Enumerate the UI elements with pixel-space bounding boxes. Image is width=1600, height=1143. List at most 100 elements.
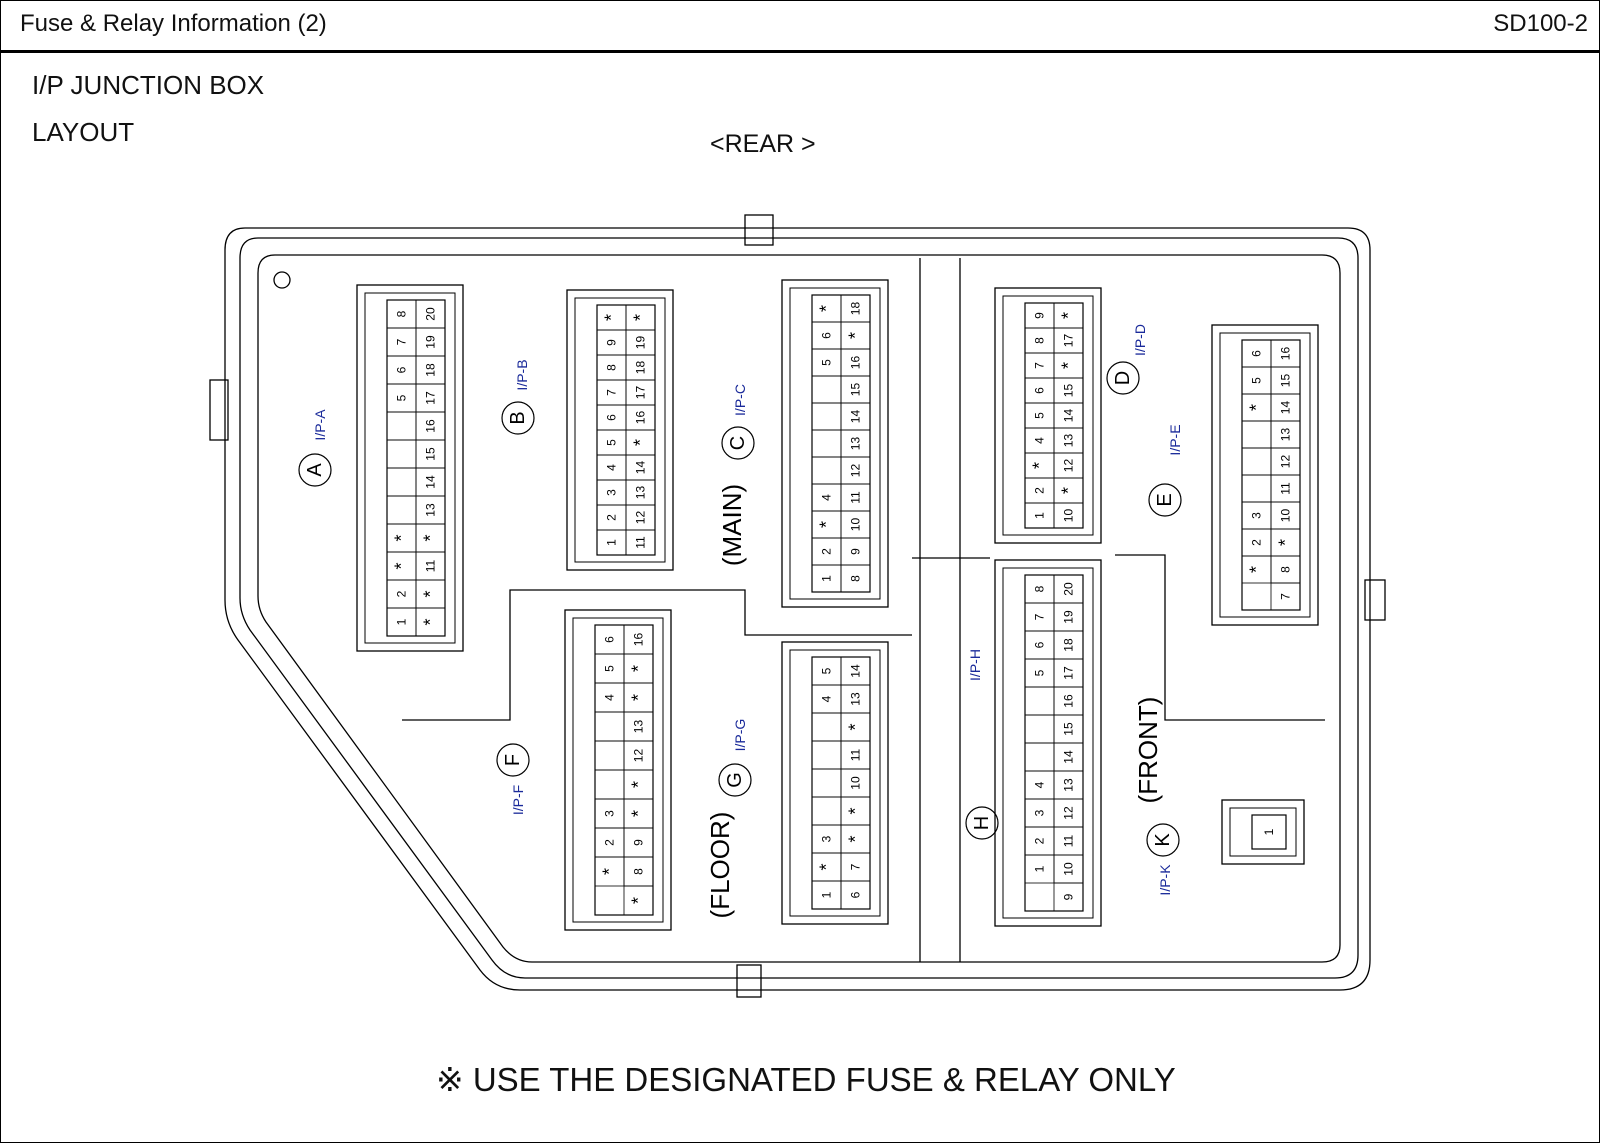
pin-number: 5 (820, 667, 834, 674)
connector-letter-circle-h (965, 806, 999, 840)
pin-cell (625, 529, 656, 556)
pin-number: 16 (849, 356, 863, 370)
pin-number: 14 (424, 475, 438, 489)
pin-number: * (421, 590, 441, 597)
pin-number: 19 (424, 335, 438, 349)
pin-number: 18 (1062, 638, 1076, 652)
pin-number: 3 (605, 489, 619, 496)
pin-number: 5 (395, 394, 409, 401)
pin-number: 12 (632, 749, 646, 763)
pin-number: * (1247, 404, 1267, 411)
pin-number: 8 (1033, 337, 1047, 344)
pin-number: 4 (820, 494, 834, 501)
pin-cell (415, 607, 446, 637)
pin-number: 15 (1062, 384, 1076, 398)
pin-number: 5 (603, 665, 617, 672)
pin-number: 14 (1062, 409, 1076, 423)
pin-number: 4 (820, 695, 834, 702)
pin-number: 20 (424, 307, 438, 321)
header-bar: Fuse & Relay Information (2) SD100-2 (0, 0, 1600, 53)
connector-housing-c (781, 279, 889, 608)
mounting-hole (273, 271, 291, 289)
connector-label-h: I/P-H (967, 649, 983, 681)
pin-number: * (1030, 462, 1050, 469)
pin-number: 9 (1062, 893, 1076, 900)
pin-number: 17 (424, 391, 438, 405)
connector-frame-a (364, 292, 456, 644)
connector-label-f: I/P-F (510, 785, 526, 815)
pin-number: 14 (1279, 401, 1293, 415)
pin-number: 8 (849, 575, 863, 582)
pin-number: 5 (605, 439, 619, 446)
pin-number: * (600, 868, 620, 875)
connector-label-c: I/P-C (732, 384, 748, 416)
pin-number: * (629, 897, 649, 904)
pin-number: 4 (605, 464, 619, 471)
pin-number: 17 (1062, 666, 1076, 680)
pin-number: 8 (632, 868, 646, 875)
connector-letter-h: H (971, 816, 993, 830)
pin-number: 6 (603, 636, 617, 643)
connector-body-k (1251, 814, 1287, 850)
connector-letter-a: A (304, 463, 326, 477)
pin-cell (1053, 502, 1084, 529)
pin-number: * (846, 807, 866, 814)
pin-number: 1 (820, 575, 834, 582)
pin-number: * (817, 305, 837, 312)
connector-housing-g (781, 641, 889, 925)
main-label: (MAIN) (717, 484, 747, 566)
pin-number: 2 (1033, 487, 1047, 494)
pin-number: 7 (1279, 593, 1293, 600)
pin-number: * (846, 332, 866, 339)
pin-number: 13 (849, 437, 863, 451)
pin-number: * (631, 314, 651, 321)
pin-number: 14 (849, 664, 863, 678)
pin-number: * (1059, 312, 1079, 319)
connector-housing-h (994, 559, 1102, 927)
pin-cell (840, 564, 871, 593)
connector-frame-c (789, 287, 881, 600)
pin-number: 11 (849, 748, 863, 761)
pin-number: * (602, 314, 622, 321)
pin-number: 18 (424, 363, 438, 377)
pin-number: 10 (849, 518, 863, 532)
pin-number: 13 (1279, 428, 1293, 442)
pin-number: 9 (605, 339, 619, 346)
pin-number: 19 (634, 336, 648, 350)
top-tab (744, 214, 774, 246)
pin-number: 14 (1062, 750, 1076, 764)
pin-number: 16 (632, 633, 646, 647)
connector-label-a: I/P-A (312, 409, 328, 441)
housing-outline-mid (239, 237, 1359, 979)
subtitle-junction-box: I/P JUNCTION BOX (32, 70, 265, 100)
rear-label: <REAR > (710, 130, 816, 158)
pin-number: 13 (424, 503, 438, 517)
pin-number: * (421, 534, 441, 541)
pin-number: 12 (1062, 459, 1076, 473)
connector-letter-circle-g (718, 763, 752, 797)
pin-number: 11 (849, 491, 863, 504)
connector-letter-circle-d (1106, 361, 1140, 395)
connector-letter-c: C (727, 436, 749, 450)
pin-number: 13 (1062, 778, 1076, 792)
connector-letter-g: G (724, 772, 746, 788)
connector-frame-d (1002, 295, 1094, 536)
pin-number: 1 (605, 539, 619, 546)
pin-number: 5 (820, 359, 834, 366)
bottom-tab (736, 964, 762, 998)
connector-frame-e (1219, 332, 1311, 618)
pin-number: 10 (1062, 862, 1076, 876)
connector-housing-a (356, 284, 464, 652)
pin-number: 16 (1279, 347, 1293, 361)
pin-number: 14 (634, 461, 648, 475)
floor-label: (FLOOR) (705, 812, 735, 919)
connector-letter-circle-k (1146, 823, 1180, 857)
pin-number: 7 (849, 863, 863, 870)
pin-number: 6 (395, 366, 409, 373)
housing-outline-outer (224, 227, 1371, 991)
pin-number: 4 (603, 694, 617, 701)
pin-number: 20 (1062, 582, 1076, 596)
pin-number: * (629, 665, 649, 672)
pin-number: 7 (1033, 613, 1047, 620)
pin-number: 16 (424, 419, 438, 433)
